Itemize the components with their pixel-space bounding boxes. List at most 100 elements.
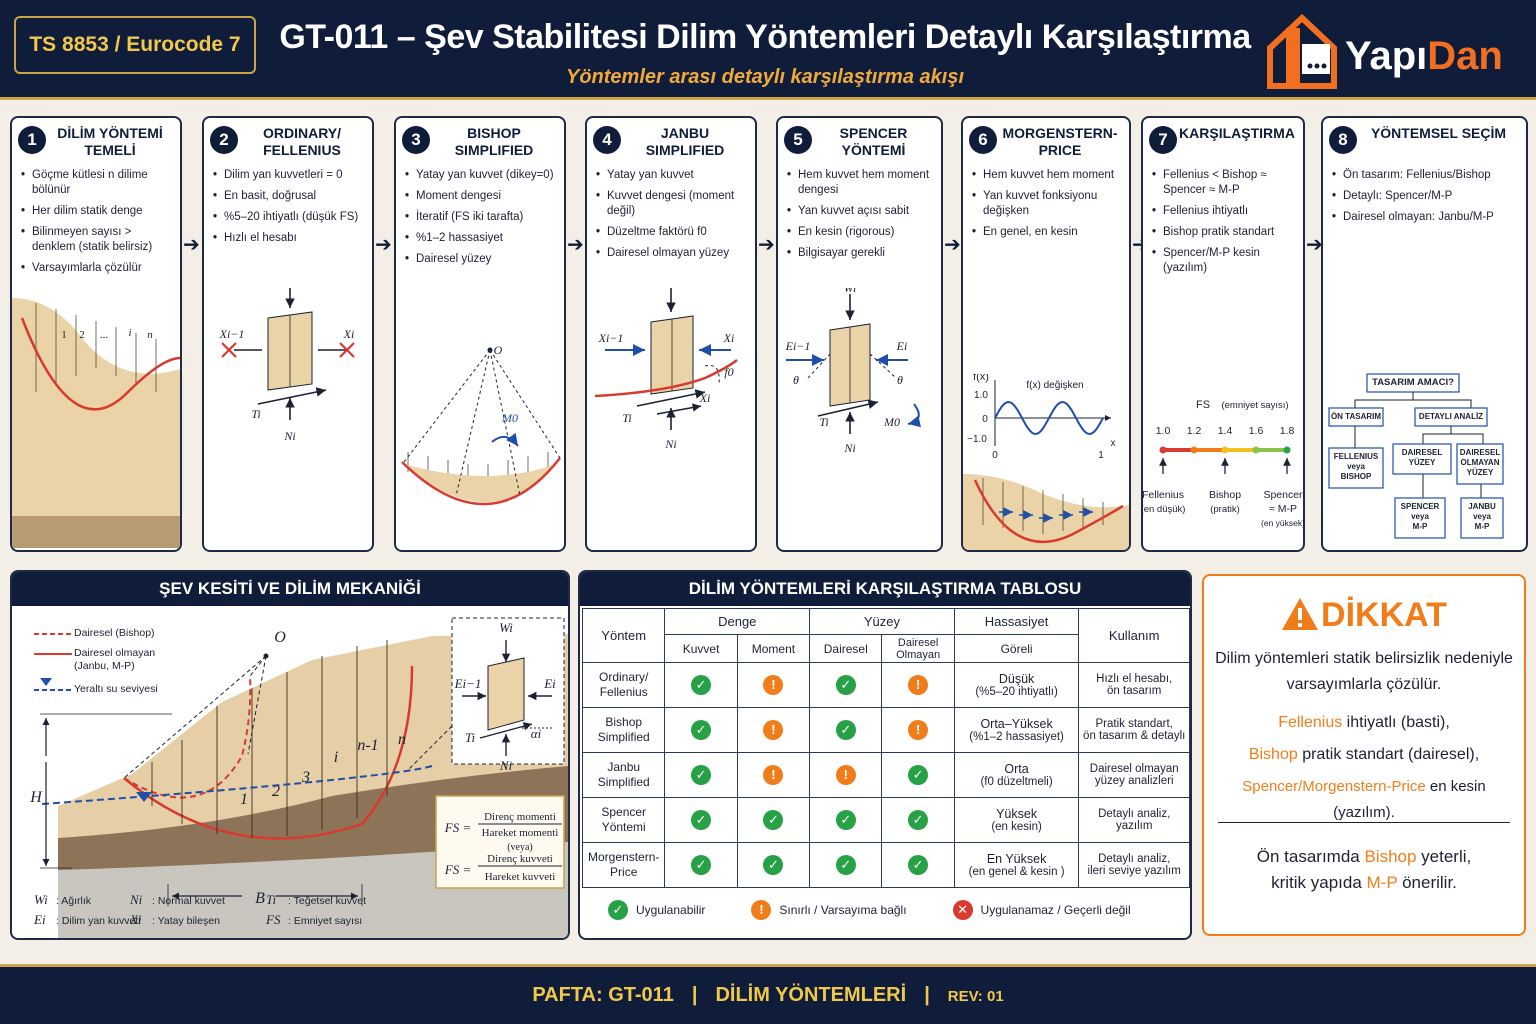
diagram-label: 0 xyxy=(982,414,988,425)
step-bullet: Yatay yan kuvvet xyxy=(595,168,749,183)
decision-label: DAIRESEL xyxy=(1460,448,1501,457)
decision-label: JANBU xyxy=(1468,502,1496,511)
diagram-label: n-1 xyxy=(357,737,378,754)
noncircular-surface xyxy=(123,665,414,840)
warning-method-bishop: Bishop pratik standart (dairesel), xyxy=(1248,746,1480,763)
footer-rev: REV: 01 xyxy=(947,988,1004,1005)
decision-label: TASARIM AMACI? xyxy=(1372,377,1454,388)
comparison-table: Yöntem Denge Yüzey Hassasiyet Kullanım K… xyxy=(581,608,1190,888)
diagram-label: Hareket momenti xyxy=(482,827,559,839)
flow-arrow-icon: ➔ xyxy=(567,234,584,256)
radius-line xyxy=(247,655,267,755)
page-title: GT-011 – Şev Stabilitesi Dilim Yöntemler… xyxy=(279,18,1251,56)
diagram-label: 1.0 xyxy=(974,390,988,401)
legend-label: (Janbu, M-P) xyxy=(74,660,135,672)
step-title: BISHOP SIMPLIFIED xyxy=(454,125,534,158)
step-bullet: Yan kuvvet fonksiyonu değişken xyxy=(971,189,1123,219)
check-icon: ✓ xyxy=(835,810,856,830)
precision-note: (%5–20 ihtiyatlı) xyxy=(975,686,1058,698)
status-cell: ! xyxy=(881,662,955,708)
decision-label: DETAYLI ANALİZ xyxy=(1419,412,1483,421)
precision-cell: Orta(f0 düzeltmeli) xyxy=(953,752,1080,798)
status-cell: ! xyxy=(809,752,883,798)
decision-label: veya xyxy=(1347,462,1365,471)
force-arrow xyxy=(636,389,706,407)
diagram-label: ≈ M-P xyxy=(1269,503,1297,515)
diagram-label: Xi−1 xyxy=(598,331,624,345)
table-row: Ordinary/ Fellenius✓!✓!Düşük(%5–20 ihtiy… xyxy=(581,662,1190,708)
slope-section-diagram: Dairesel (Bishop)Dairesel olmayan(Janbu,… xyxy=(29,617,568,938)
diagram-label: Wi xyxy=(844,288,857,295)
col-dairesel: Dairesel xyxy=(809,634,883,663)
flow-arrow-icon: ➔ xyxy=(375,234,392,256)
diagram-label: Ei xyxy=(896,339,908,353)
radius-line xyxy=(403,349,491,463)
usage-line: yazılım xyxy=(1115,820,1153,832)
flow-arrow-icon: ➔ xyxy=(758,234,775,256)
method-cell: Bishop Simplified xyxy=(581,707,666,753)
step-bullet: Dilim yan kuvvetleri = 0 xyxy=(212,168,366,183)
diagram-label: 1.6 xyxy=(1249,425,1264,437)
usage-line: ileri seviye yazılım xyxy=(1087,865,1181,877)
diagram-label: Xi xyxy=(723,331,735,345)
step-bullet: En basit, doğrusal xyxy=(212,189,366,204)
check-icon: ✓ xyxy=(908,810,929,830)
diagram-label: B xyxy=(255,890,265,907)
diagram-label: Spencer xyxy=(1263,489,1303,501)
decision-label: BISHOP xyxy=(1341,472,1372,481)
step-title: MORGENSTERN- PRICE xyxy=(1002,125,1118,158)
diagram-label: θ xyxy=(897,373,903,387)
check-icon: ✓ xyxy=(608,900,628,920)
warning-panel: DİKKAT Dilim yöntemleri statik belirsizl… xyxy=(1202,574,1526,936)
circular-surface xyxy=(401,457,561,506)
symbol-desc: : Teğetsel kuvvet xyxy=(288,895,366,907)
table-title: DİLİM YÖNTEMLERİ KARŞILAŞTIRMA TABLOSU xyxy=(580,572,1190,606)
table-row: Morgenstern- Price✓✓✓✓En Yüksek(en genel… xyxy=(581,842,1190,888)
usage-cell: Detaylı analiz,ileri seviye yazılım xyxy=(1078,842,1190,888)
precision-cell: Düşük(%5–20 ihtiyatlı) xyxy=(953,662,1080,708)
diagram-label: n xyxy=(147,329,153,341)
diagram-label: Xi xyxy=(699,391,711,405)
check-icon: ✓ xyxy=(763,810,784,830)
col-dairesel-olmayan: Dairesel Olmayan xyxy=(881,634,955,663)
step-bullets: Ön tasarım: Fellenius/BishopDetaylı: Spe… xyxy=(1331,168,1520,231)
diagram-label: O xyxy=(274,629,286,646)
scale-tick xyxy=(1159,446,1167,454)
decision-label: veya xyxy=(1411,512,1429,521)
precision-note: (en genel & kesin ) xyxy=(968,866,1065,878)
diagram-label: Ei−1 xyxy=(785,339,811,353)
precision-level: Orta xyxy=(1004,762,1029,776)
step-number: 2 xyxy=(210,126,238,154)
diagram-label: θ xyxy=(793,373,799,387)
diagram-label: i xyxy=(334,749,338,766)
check-icon: ✓ xyxy=(691,855,712,875)
warning-conclusion-2: kritik yapıda M-P önerilir. xyxy=(1271,873,1457,892)
failure-surface xyxy=(20,317,180,411)
diagram-label: 1.0 xyxy=(1156,425,1171,437)
usage-cell: Detaylı analiz,yazılım xyxy=(1078,797,1190,843)
diagram-label: f(x) xyxy=(973,374,989,383)
decision-box xyxy=(1456,443,1504,485)
warning-triangle-icon xyxy=(1282,598,1318,630)
step-bullet: Her dilim statik denge xyxy=(20,204,174,219)
diagram-label: 2 xyxy=(79,329,85,341)
step-bullets: Dilim yan kuvvetleri = 0 En basit, doğrus… xyxy=(212,168,366,252)
diagram-label: Ti xyxy=(622,411,631,425)
comparison-table-panel: DİLİM YÖNTEMLERİ KARŞILAŞTIRMA TABLOSU Y… xyxy=(578,570,1192,940)
symbol-label: Ei xyxy=(33,912,46,927)
status-cell: ✓ xyxy=(664,707,738,753)
warning-divider xyxy=(1218,822,1510,823)
diagram-label: Ei−1 xyxy=(454,676,482,691)
step-card-7: 7KARŞILAŞTIRMAFellenius < Bishop ≈ Spenc… xyxy=(1141,116,1305,552)
status-cell: ✓ xyxy=(664,842,738,888)
step-bullet: Düzeltme faktörü f0 xyxy=(595,225,749,240)
diagram-label: Ti xyxy=(251,407,260,421)
check-icon: ✓ xyxy=(691,810,712,830)
correction-arc xyxy=(704,364,720,385)
usage-cell: Pratik standart,ön tasarım & detaylı xyxy=(1078,707,1190,753)
